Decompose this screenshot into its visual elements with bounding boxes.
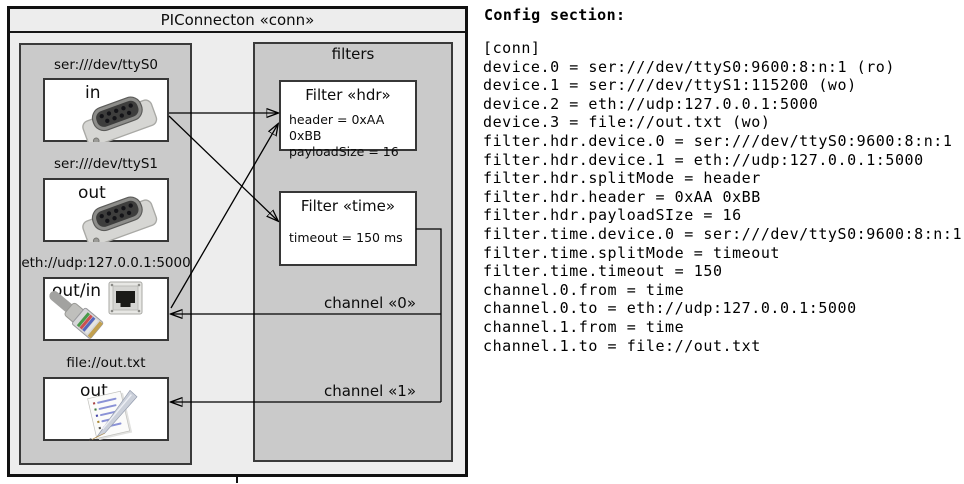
device-box-eth: out/in — [43, 277, 169, 341]
channel-0-label: channel «0» — [323, 294, 416, 312]
device-mode-label: out/in — [52, 281, 102, 301]
config-heading: Config section: — [484, 6, 626, 24]
device-mode-label: out — [78, 183, 106, 203]
device-url-ttys0: ser:///dev/ttyS0 — [54, 57, 158, 73]
device-url-eth: eth://udp:127.0.0.1:5000 — [21, 255, 191, 271]
filter-hdr-prop-payloadsize: payloadSize = 16 — [289, 144, 399, 159]
title-separator — [10, 31, 465, 33]
bottom-tick — [236, 477, 238, 483]
device-box-file: out — [43, 377, 169, 441]
filter-time-prop-timeout: timeout = 150 ms — [289, 230, 403, 245]
device-mode-label: in — [85, 83, 101, 103]
filter-hdr-title: Filter «hdr» — [305, 86, 391, 104]
filter-box-time: Filter «time» timeout = 150 ms — [279, 191, 417, 266]
device-url-ttys1: ser:///dev/ttyS1 — [54, 156, 158, 172]
filter-time-title: Filter «time» — [300, 197, 396, 215]
device-url-file: file://out.txt — [66, 355, 146, 371]
serial-connector-icon — [82, 196, 158, 242]
config-section: Config section: [conn] device.0 = ser://… — [483, 0, 964, 484]
ethernet-plug-and-jack-icon — [49, 281, 143, 339]
device-box-ttys1: out — [43, 178, 169, 242]
diagram-title: PIConnecton «conn» — [160, 11, 315, 29]
notepad-with-pencil-icon — [87, 389, 138, 441]
filter-box-hdr: Filter «hdr» header = 0xAA 0xBB payloadS… — [279, 80, 417, 159]
device-box-ttys0: in — [43, 78, 169, 142]
serial-connector-icon — [82, 96, 158, 142]
channel-1-label: channel «1» — [323, 382, 416, 400]
config-text: [conn] device.0 = ser:///dev/ttyS0:9600:… — [483, 39, 963, 355]
filter-hdr-prop-header: header = 0xAA 0xBB — [289, 112, 385, 143]
filters-panel-title: filters — [331, 45, 375, 63]
